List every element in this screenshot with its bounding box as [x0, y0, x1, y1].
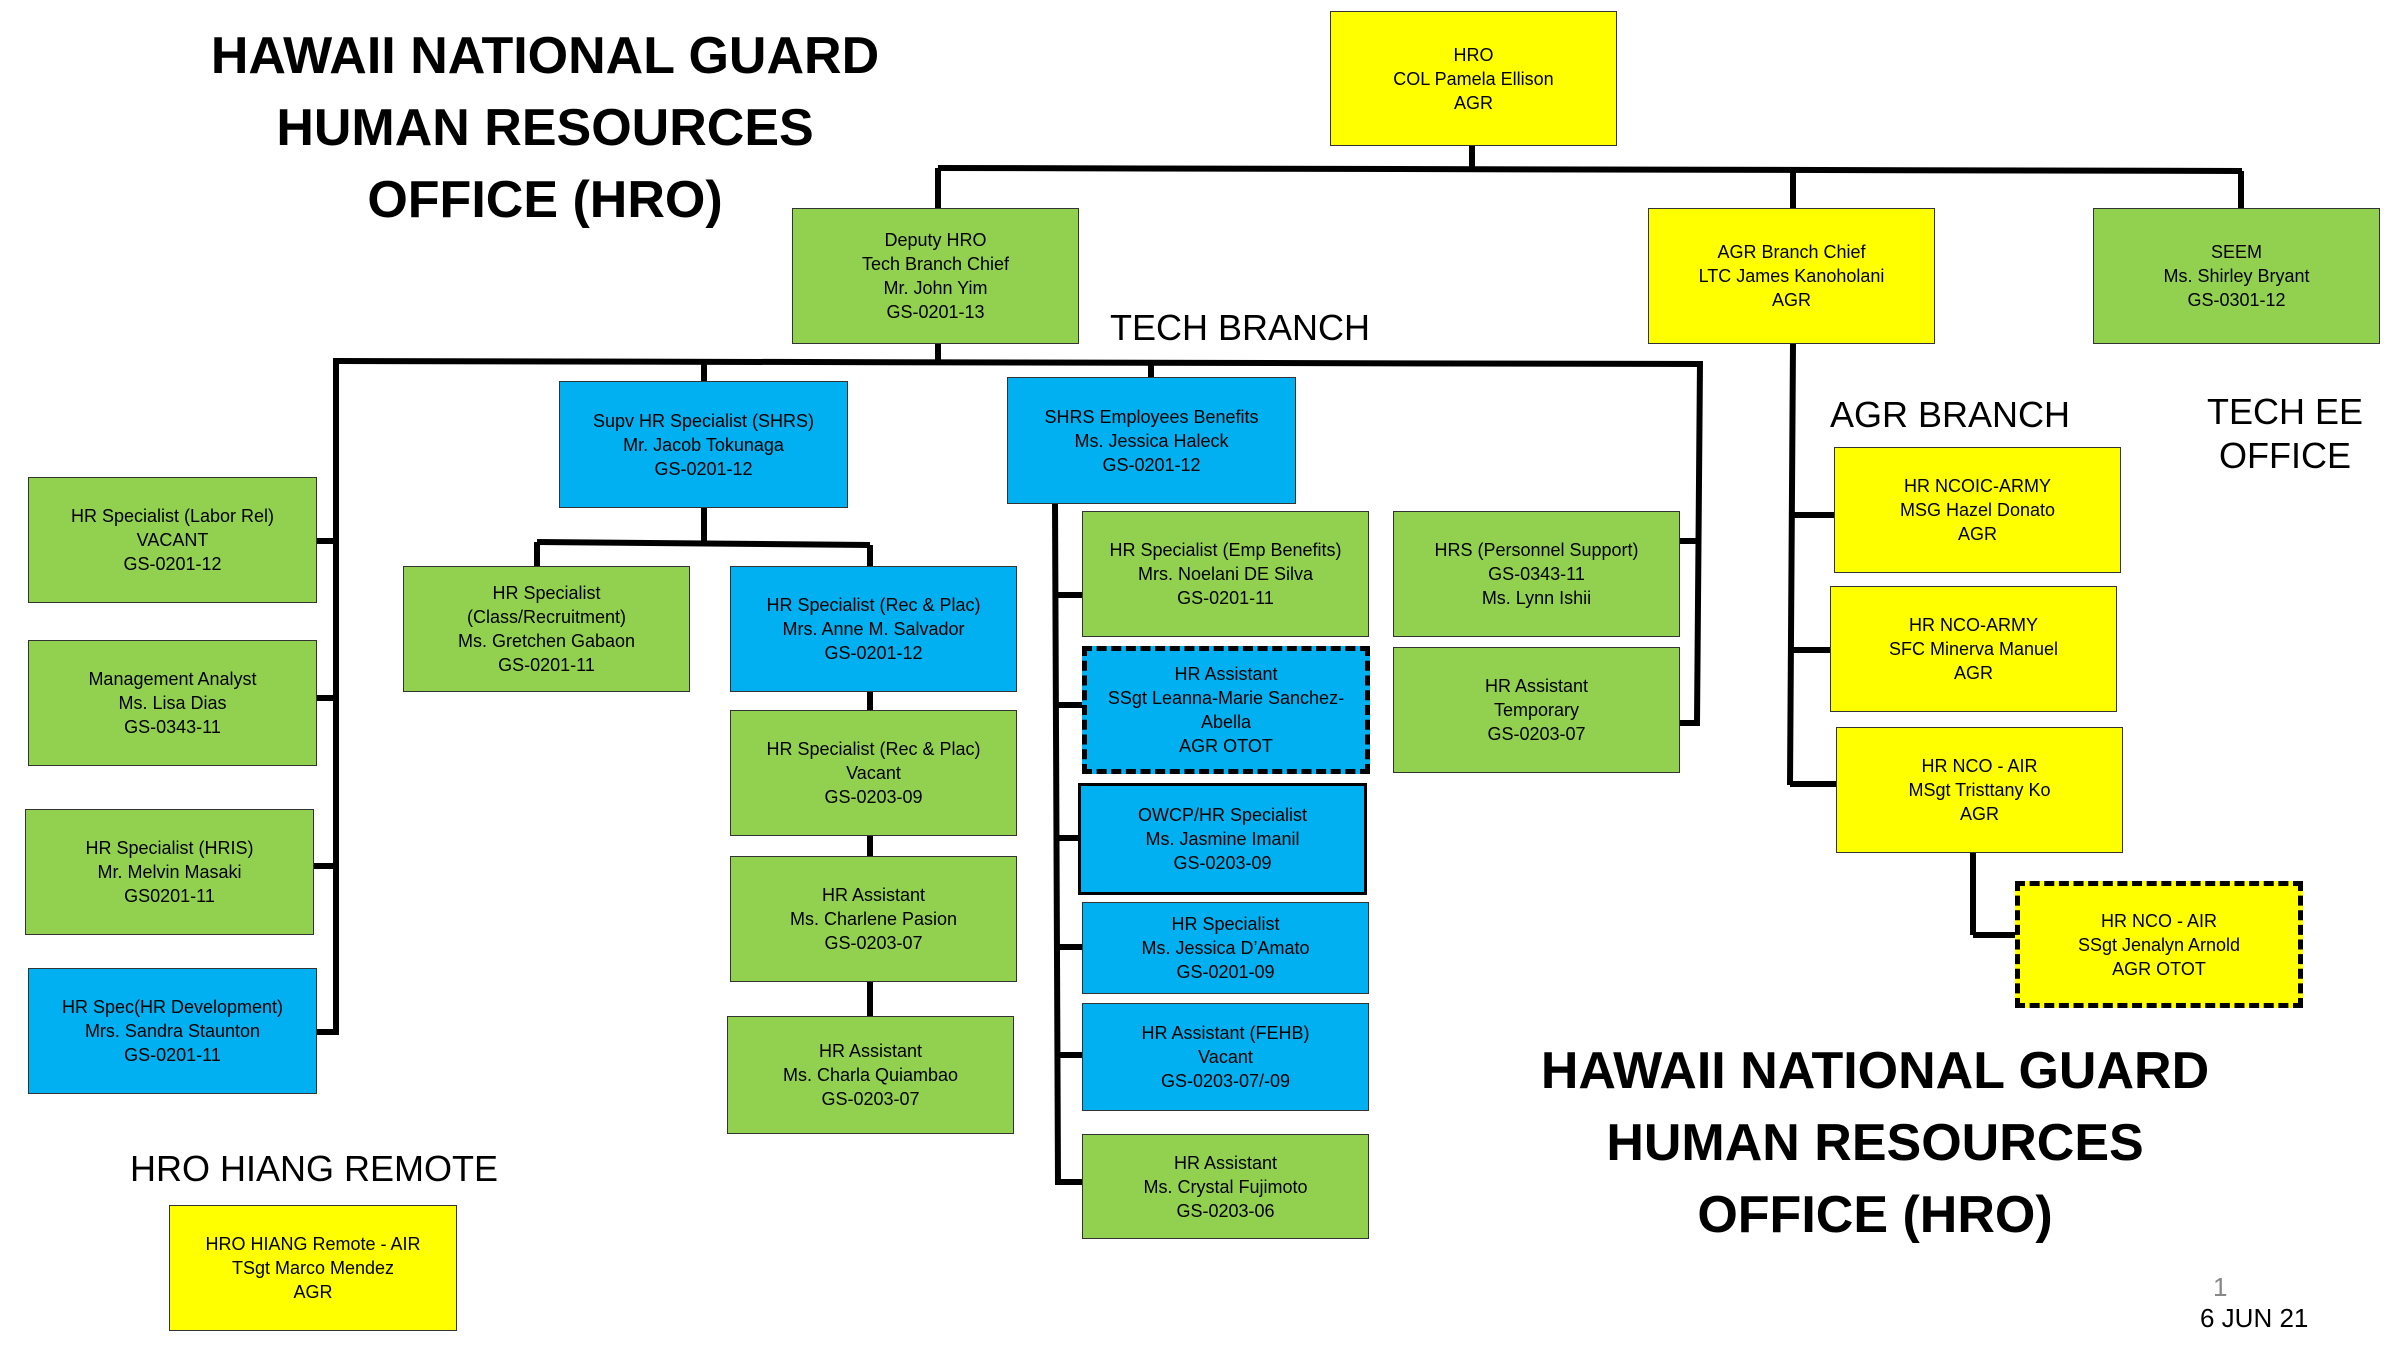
box-shrs-benefits: SHRS Employees Benefits Ms. Jessica Hale…	[1007, 377, 1296, 504]
box-hr-specialist-damato: HR Specialist Ms. Jessica D’Amato GS-020…	[1082, 902, 1369, 994]
hro-hiang-remote-label: HRO HIANG REMOTE	[130, 1148, 499, 1189]
box-hr-ncoic-army: HR NCOIC-ARMY MSG Hazel Donato AGR	[1834, 447, 2121, 573]
date-label: 6 JUN 21	[2200, 1303, 2309, 1333]
box-emp-benefits: HR Specialist (Emp Benefits) Mrs. Noelan…	[1082, 511, 1369, 637]
box-hr-assistant-sanchez: HR Assistant SSgt Leanna-Marie Sanchez- …	[1082, 646, 1370, 774]
box-hr-nco-air-arnold: HR NCO - AIR SSgt Jenalyn Arnold AGR OTO…	[2015, 881, 2303, 1008]
box-hris: HR Specialist (HRIS) Mr. Melvin Masaki G…	[25, 809, 314, 935]
box-rec-plac-salvador: HR Specialist (Rec & Plac) Mrs. Anne M. …	[730, 566, 1017, 692]
box-supv-shrs: Supv HR Specialist (SHRS) Mr. Jacob Toku…	[559, 381, 848, 508]
box-seem: SEEM Ms. Shirley Bryant GS-0301-12	[2093, 208, 2380, 344]
box-hr-nco-army: HR NCO-ARMY SFC Minerva Manuel AGR	[1830, 586, 2117, 712]
box-hr-development: HR Spec(HR Development) Mrs. Sandra Stau…	[28, 968, 317, 1094]
bottom-right-title: HAWAII NATIONAL GUARD HUMAN RESOURCES OF…	[1540, 1042, 2210, 1244]
box-hr-nco-air-ko: HR NCO - AIR MSgt Tristtany Ko AGR	[1836, 727, 2123, 853]
top-left-title: HAWAII NATIONAL GUARD HUMAN RESOURCES OF…	[210, 27, 880, 229]
box-hr-assistant-quiambao: HR Assistant Ms. Charla Quiambao GS-0203…	[727, 1016, 1014, 1134]
box-hr-assistant-pasion: HR Assistant Ms. Charlene Pasion GS-0203…	[730, 856, 1017, 982]
box-agr-branch-chief: AGR Branch Chief LTC James Kanoholani AG…	[1648, 208, 1935, 344]
box-hr-assistant-temporary: HR Assistant Temporary GS-0203-07	[1393, 647, 1680, 773]
box-labor-rel: HR Specialist (Labor Rel) VACANT GS-0201…	[28, 477, 317, 603]
tech-branch-label: TECH BRANCH	[1110, 307, 1371, 348]
page-number: 1	[2213, 1272, 2228, 1302]
box-owcp: OWCP/HR Specialist Ms. Jasmine Imanil GS…	[1078, 783, 1367, 895]
box-rec-plac-vacant: HR Specialist (Rec & Plac) Vacant GS-020…	[730, 710, 1017, 836]
box-hro-hiang-remote: HRO HIANG Remote - AIR TSgt Marco Mendez…	[169, 1205, 457, 1331]
box-hrs-personnel-support: HRS (Personnel Support) GS-0343-11 Ms. L…	[1393, 511, 1680, 637]
agr-branch-label: AGR BRANCH	[1830, 394, 2071, 435]
box-class-recruitment: HR Specialist (Class/Recruitment) Ms. Gr…	[403, 566, 690, 692]
box-mgmt-analyst: Management Analyst Ms. Lisa Dias GS-0343…	[28, 640, 317, 766]
box-deputy-hro: Deputy HRO Tech Branch Chief Mr. John Yi…	[792, 208, 1079, 344]
tech-ee-office-label: TECH EE OFFICE	[2206, 391, 2364, 476]
box-hr-assistant-fujimoto: HR Assistant Ms. Crystal Fujimoto GS-020…	[1082, 1134, 1369, 1239]
box-hro: HRO COL Pamela Ellison AGR	[1330, 11, 1617, 146]
box-hr-assistant-fehb: HR Assistant (FEHB) Vacant GS-0203-07/-0…	[1082, 1003, 1369, 1111]
